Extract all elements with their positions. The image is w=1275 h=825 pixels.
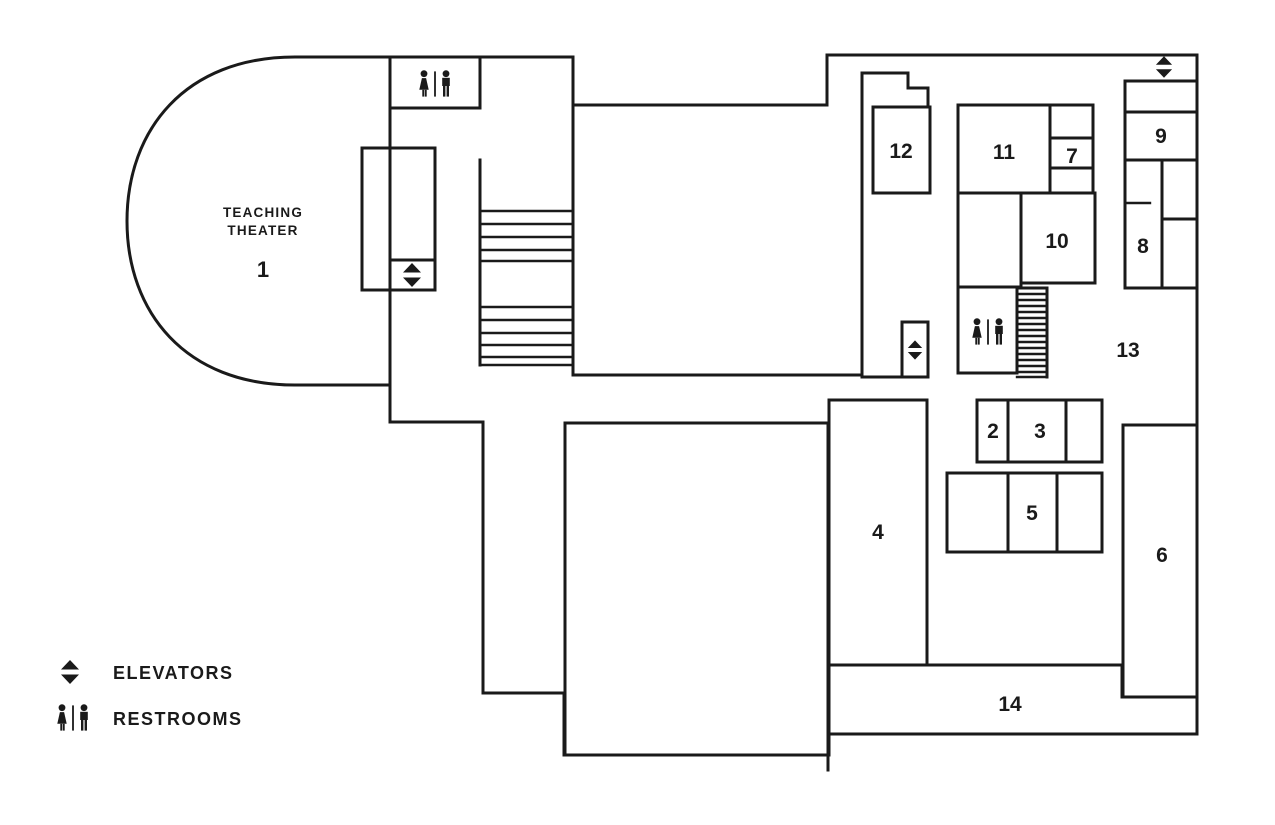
cell-left-of-10 [956,191,1023,289]
cell-right-of-8-upper [1160,158,1199,221]
elevator-cab-theater [388,258,437,292]
elevator-icon [1155,56,1173,78]
restroom-box-top [388,55,482,110]
room-10 [1019,191,1097,285]
room-6-label: 6 [1156,544,1168,567]
room-12-label: 12 [889,140,912,163]
cell-right-of-8-lower [1160,217,1199,290]
teaching-theater-label-line2: THEATER [227,223,298,238]
labels: TEACHING THEATER 1 12 11 7 10 9 8 13 2 3… [223,125,1168,716]
room-2-3-block [975,398,1104,464]
room-5-label: 5 [1026,502,1038,525]
cell-left-of-5 [945,471,1010,554]
room-7-label: 7 [1066,145,1078,168]
elevator-icon [907,340,923,360]
room-8 [1123,158,1164,290]
room-2-label: 2 [987,420,999,443]
stair-treads [1015,292,1049,379]
room-12 [871,105,932,195]
room-11-label: 11 [993,141,1016,164]
atrium-walls [571,71,930,379]
elevator-shaft [360,146,437,292]
stairs-left [478,103,575,377]
elevator-icon [61,660,79,684]
stairs-right [1015,286,1049,379]
legend-restrooms-label: RESTROOMS [113,709,243,729]
teaching-theater-label-line1: TEACHING [223,205,303,220]
cell-above-7 [1048,103,1095,140]
restroom-icon [972,318,1003,345]
cell-below-7 [1048,166,1095,195]
room-5-block [945,471,1104,554]
room-8-label: 8 [1137,235,1149,258]
legend-elevators-label: ELEVATORS [113,663,234,683]
room-9-8-block [1123,79,1199,290]
stair-treads [478,209,575,367]
elevator-icon [403,263,421,287]
restroom-icon [419,70,450,97]
room-1-label: 1 [257,257,269,282]
room-9-label: 9 [1155,125,1167,148]
room-10-label: 10 [1045,230,1068,253]
cell-right-of-3 [1064,398,1104,464]
legend: ELEVATORS RESTROOMS [57,660,243,731]
elevator-cab-corridor [900,320,930,379]
room-14 [827,663,1199,736]
room-13-label: 13 [1116,339,1139,362]
restroom-icon [57,704,88,731]
room-14-label: 14 [998,693,1022,716]
room-4-label: 4 [872,521,884,544]
room-3-label: 3 [1034,420,1046,443]
cell-above-9 [1123,79,1199,114]
teaching-theater-room [125,55,392,387]
cell-right-of-5 [1055,471,1104,554]
gray-service-area [563,421,830,757]
